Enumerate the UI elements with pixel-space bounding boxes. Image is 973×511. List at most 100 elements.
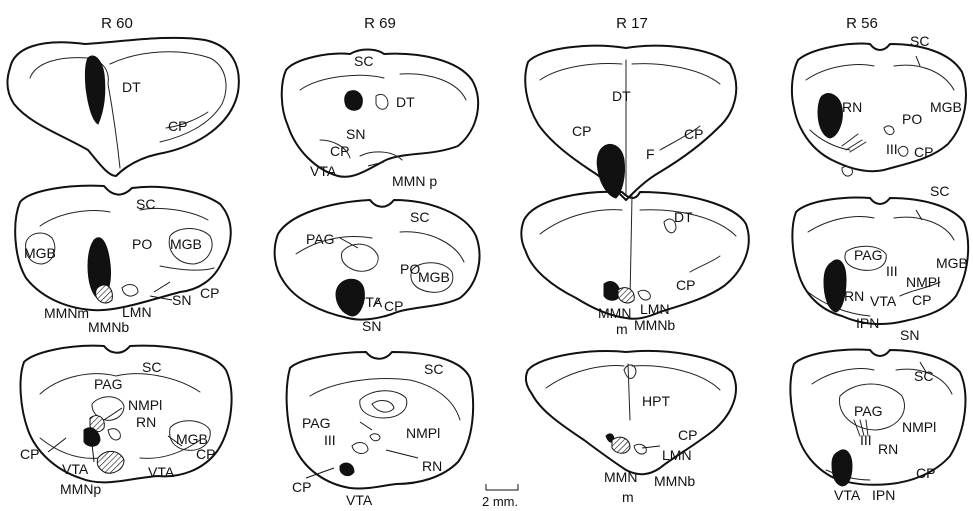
section-r69-a: SC DT SN CP VTA MMN p: [282, 50, 478, 190]
structure-label-rn: RN: [842, 99, 862, 115]
structure-label-sn: SN: [172, 292, 191, 308]
structure-label-vta: VTA: [834, 487, 861, 503]
structure-label-cp: CP: [200, 285, 219, 301]
structure-label-sc: SC: [914, 368, 933, 384]
structure-label-mmnm: MMNm: [44, 305, 89, 321]
structure-label-iii: III: [886, 141, 898, 157]
structure-label-cp: CP: [196, 446, 215, 462]
section-r60-c: SC PAG NMPl RN MGB CP VTA VTA CP MMNp: [20, 346, 232, 497]
section-r60-a: DT CP: [7, 38, 238, 176]
structure-label-dt: DT: [612, 88, 631, 104]
structure-label-m: m: [622, 489, 634, 505]
structure-label-vta: VTA: [346, 492, 373, 508]
structure-label-mmnb: MMNb: [634, 317, 675, 333]
structure-label-cp: CP: [330, 143, 349, 159]
section-r17-a: DT CP F CP: [525, 46, 736, 200]
header-r60: R 60: [101, 15, 133, 32]
structure-label-nmpl: NMPl: [406, 425, 440, 441]
structure-label-vta: VTA: [356, 294, 383, 310]
structure-label-pag: PAG: [94, 376, 123, 392]
structure-label-f: F: [646, 146, 655, 162]
structure-label-po: PO: [902, 111, 922, 127]
structure-label-mmn: MMN: [604, 469, 637, 485]
structure-label-sn: SN: [346, 126, 365, 142]
structure-label-sc: SC: [410, 209, 429, 225]
structure-label-nmpl: NMPl: [902, 419, 936, 435]
structure-label-nmpl: NMPl: [128, 397, 162, 413]
section-r60-b: SC PO MGB MGB MMNm MMNb LMN SN CP: [15, 186, 231, 335]
structure-label-cp: CP: [678, 427, 697, 443]
structure-label-pag: PAG: [306, 231, 335, 247]
structure-label-cp: CP: [572, 123, 591, 139]
structure-label-dt: DT: [122, 79, 141, 95]
structure-label-cp: CP: [916, 465, 935, 481]
structure-label-cp: CP: [684, 126, 703, 142]
structure-label-dt: DT: [674, 209, 693, 225]
header-r69: R 69: [364, 15, 396, 32]
structure-label-sn: SN: [362, 318, 381, 334]
structure-label-ipn: IPN: [856, 315, 879, 331]
structure-label-ipn: IPN: [872, 487, 895, 503]
structure-label-mgb: MGB: [176, 431, 208, 447]
structure-label-vta: VTA: [62, 461, 89, 477]
structure-label-mmn: MMN: [598, 305, 631, 321]
structure-label-sc: SC: [136, 196, 155, 212]
section-r17-c: HPT CP LMN MMN MMNb m: [526, 351, 736, 505]
structure-label-rn: RN: [136, 414, 156, 430]
structure-label-iii: III: [886, 263, 898, 279]
scale-bar: 2 mm.: [482, 484, 518, 509]
structure-label-nmpl: NMPl: [906, 274, 940, 290]
structure-label-cp: CP: [914, 144, 933, 160]
structure-label-sc: SC: [910, 33, 929, 49]
structure-label-sc: SC: [424, 361, 443, 377]
section-r69-c: SC PAG III NMPl RN CP VTA: [287, 352, 473, 508]
structure-label-rn: RN: [422, 458, 442, 474]
structure-label-mgb: MGB: [936, 255, 968, 271]
header-r56: R 56: [846, 15, 878, 32]
structure-label-sn: SN: [900, 327, 919, 343]
structure-label-cp: CP: [676, 277, 695, 293]
structure-label-rn: RN: [878, 441, 898, 457]
structure-label-mmnp: MMNp: [60, 481, 101, 497]
structure-label-iii: III: [860, 432, 872, 448]
structure-label-lmn: LMN: [640, 301, 670, 317]
section-r56-c: SC PAG III NMPl RN CP VTA IPN: [790, 350, 965, 503]
section-r56-a: SC MGB RN PO III CP: [792, 33, 966, 176]
section-r56-b: SC PAG III NMPl MGB RN VTA CP IPN SN: [792, 183, 968, 343]
structure-label-mgb: MGB: [418, 269, 450, 285]
structure-label-mmnb: MMNb: [88, 319, 129, 335]
structure-label-iii: III: [324, 432, 336, 448]
structure-label-mmn-p: MMN p: [392, 173, 437, 189]
structure-label-cp: CP: [384, 298, 403, 314]
structure-label-mgb: MGB: [930, 99, 962, 115]
section-r69-b: SC PAG PO MGB VTA CP SN: [275, 200, 480, 334]
structure-label-mgb: MGB: [24, 245, 56, 261]
structure-label-sc: SC: [142, 359, 161, 375]
structure-label-sc: SC: [354, 53, 373, 69]
structure-label-pag: PAG: [854, 247, 883, 263]
structure-label-vta: VTA: [870, 293, 897, 309]
structure-label-cp: CP: [292, 479, 311, 495]
structure-label-cp: CP: [20, 446, 39, 462]
structure-label-mgb: MGB: [170, 236, 202, 252]
structure-label-dt: DT: [396, 94, 415, 110]
structure-label-vta: VTA: [148, 464, 175, 480]
structure-label-m: m: [616, 321, 628, 337]
structure-label-vta: VTA: [310, 163, 337, 179]
structure-label-po: PO: [132, 236, 152, 252]
scale-bar-label: 2 mm.: [482, 494, 518, 509]
header-r17: R 17: [616, 15, 648, 32]
structure-label-lmn: LMN: [122, 304, 152, 320]
structure-label-pag: PAG: [854, 403, 883, 419]
structure-label-cp: CP: [912, 292, 931, 308]
structure-label-hpt: HPT: [642, 393, 670, 409]
structure-label-pag: PAG: [302, 415, 331, 431]
section-r17-b: DT CP MMN LMN m MMNb: [521, 192, 749, 337]
structure-label-cp: CP: [168, 118, 187, 134]
structure-label-sc: SC: [930, 183, 949, 199]
structure-label-lmn: LMN: [662, 447, 692, 463]
structure-label-mmnb: MMNb: [654, 473, 695, 489]
structure-label-rn: RN: [844, 288, 864, 304]
